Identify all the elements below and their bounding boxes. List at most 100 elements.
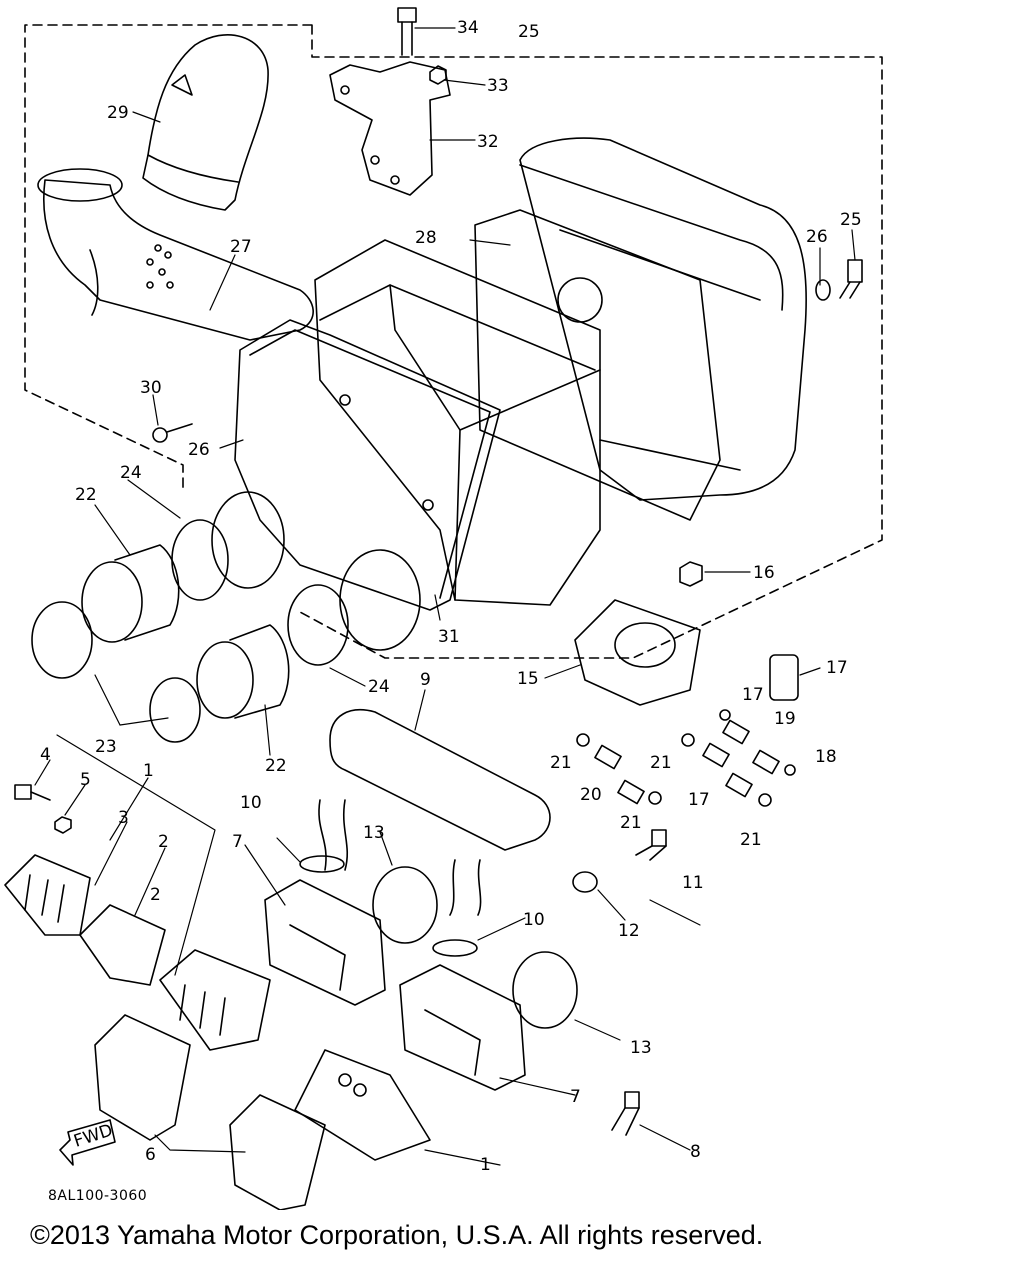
callout-3: 3 bbox=[118, 808, 129, 828]
gasket-6-upper bbox=[94, 1014, 191, 1141]
clamp-13-lower bbox=[512, 951, 578, 1029]
clamp-24-upper bbox=[171, 519, 229, 601]
washer-30 bbox=[815, 279, 831, 301]
clamp-24-lower bbox=[287, 584, 349, 666]
callout-8: 8 bbox=[690, 1142, 701, 1162]
bolt-4 bbox=[14, 784, 51, 801]
callout-19: 19 bbox=[774, 709, 796, 729]
hose-19b bbox=[752, 749, 780, 775]
callout-35: 33 bbox=[487, 76, 509, 96]
nut-15 bbox=[679, 561, 703, 587]
clamp-23-lower bbox=[149, 677, 201, 743]
intake-silencer-9 bbox=[318, 709, 551, 916]
diagram-code: 8AL100-3060 bbox=[48, 1188, 148, 1204]
callout-34: 32 bbox=[477, 132, 499, 152]
hose-20a bbox=[594, 744, 622, 770]
clamp-13-upper bbox=[372, 866, 438, 944]
clip-21d bbox=[758, 793, 772, 807]
clip-21a bbox=[576, 733, 590, 747]
hose-20b bbox=[617, 779, 645, 805]
callout-labels: 34 25 33 32 29 28 27 26 25 30 26 24 22 1… bbox=[40, 18, 862, 1175]
callout-21b: 21 bbox=[650, 753, 672, 773]
callout-16: 17 bbox=[826, 658, 848, 678]
callout-29: 25 bbox=[840, 210, 862, 230]
bolt-8 bbox=[611, 1091, 640, 1136]
exploded-parts-diagram: FWD bbox=[4, 7, 883, 1210]
intake-duct-27 bbox=[37, 168, 314, 341]
hose-18a bbox=[702, 742, 730, 768]
copyright-notice: ©2013 Yamaha Motor Corporation, U.S.A. A… bbox=[30, 1220, 764, 1250]
clamp-23-upper bbox=[31, 601, 93, 679]
intake-throat-right bbox=[339, 549, 421, 651]
callout-32: 30 bbox=[140, 378, 162, 398]
callout-20: 20 bbox=[580, 785, 602, 805]
bolt-11 bbox=[635, 829, 667, 861]
callout-2b: 2 bbox=[150, 885, 161, 905]
callout-22a: 22 bbox=[75, 485, 97, 505]
leader-lines bbox=[34, 27, 856, 1166]
callout-12: 12 bbox=[618, 921, 640, 941]
callout-24b: 24 bbox=[368, 677, 390, 697]
hose-18b bbox=[725, 772, 753, 798]
cap-16 bbox=[769, 654, 799, 701]
airbox-cover bbox=[519, 137, 807, 501]
reed-valve-1-upper bbox=[159, 949, 271, 1051]
clip-17a bbox=[719, 709, 731, 721]
callout-25: 25 bbox=[518, 22, 540, 42]
bracket-34 bbox=[329, 61, 451, 196]
callout-18: 17 bbox=[688, 790, 710, 810]
o-ring-10-lower bbox=[432, 939, 478, 957]
gasket-6-lower bbox=[229, 1094, 326, 1210]
callout-6: 6 bbox=[145, 1145, 156, 1165]
callout-23: 23 bbox=[95, 737, 117, 757]
airbox-case bbox=[314, 239, 603, 606]
reed-petal-2 bbox=[79, 904, 166, 986]
clip-21c bbox=[648, 791, 662, 805]
callout-13b: 13 bbox=[630, 1038, 652, 1058]
callout-10a: 10 bbox=[240, 793, 262, 813]
callout-30: 26 bbox=[806, 227, 828, 247]
callout-17a: 17 bbox=[742, 685, 764, 705]
reed-valve-1-lower bbox=[294, 1049, 431, 1161]
callout-10b: 10 bbox=[523, 910, 545, 930]
callout-27: 27 bbox=[230, 237, 252, 257]
reed-stopper-3 bbox=[4, 854, 91, 936]
callout-17b: 18 bbox=[815, 747, 837, 767]
svg-text:FWD: FWD bbox=[71, 1120, 115, 1151]
callout-28: 28 bbox=[415, 228, 437, 248]
callout-11: 11 bbox=[682, 873, 704, 893]
callout-4: 4 bbox=[40, 745, 51, 765]
bolt-36 bbox=[397, 7, 417, 56]
nut-5 bbox=[54, 816, 72, 834]
gasket-28 bbox=[474, 209, 721, 521]
bolt-29 bbox=[839, 259, 863, 299]
nut-35 bbox=[429, 65, 447, 85]
callout-21d: 21 bbox=[740, 830, 762, 850]
callout-5: 5 bbox=[80, 770, 91, 790]
intake-boot-22-upper bbox=[81, 544, 180, 643]
bolt-32 bbox=[152, 423, 193, 443]
callout-24a: 24 bbox=[120, 463, 142, 483]
callout-15: 16 bbox=[753, 563, 775, 583]
callout-1a: 1 bbox=[143, 761, 154, 781]
callout-7a: 7 bbox=[232, 832, 243, 852]
callout-9: 9 bbox=[420, 670, 431, 690]
callout-2a: 2 bbox=[158, 832, 169, 852]
callout-22b: 22 bbox=[265, 756, 287, 776]
callout-13a: 13 bbox=[363, 823, 385, 843]
callout-26: 26 bbox=[188, 440, 210, 460]
grommet-12 bbox=[572, 871, 598, 893]
callout-21c: 21 bbox=[620, 813, 642, 833]
callout-33: 31 bbox=[438, 627, 460, 647]
carb-joint-7-upper bbox=[264, 879, 386, 1006]
intake-elbow-31 bbox=[142, 34, 269, 211]
callout-21a: 21 bbox=[550, 753, 572, 773]
carb-joint-7-lower bbox=[399, 964, 526, 1091]
callout-7b: 7 bbox=[570, 1087, 581, 1107]
intake-boot-22-lower bbox=[196, 624, 290, 719]
airbox-lid-26 bbox=[234, 319, 501, 611]
assembly-boundary-25 bbox=[24, 24, 883, 659]
carb-joint-14 bbox=[574, 599, 701, 706]
clip-17b bbox=[784, 764, 796, 776]
clip-21b bbox=[681, 733, 695, 747]
